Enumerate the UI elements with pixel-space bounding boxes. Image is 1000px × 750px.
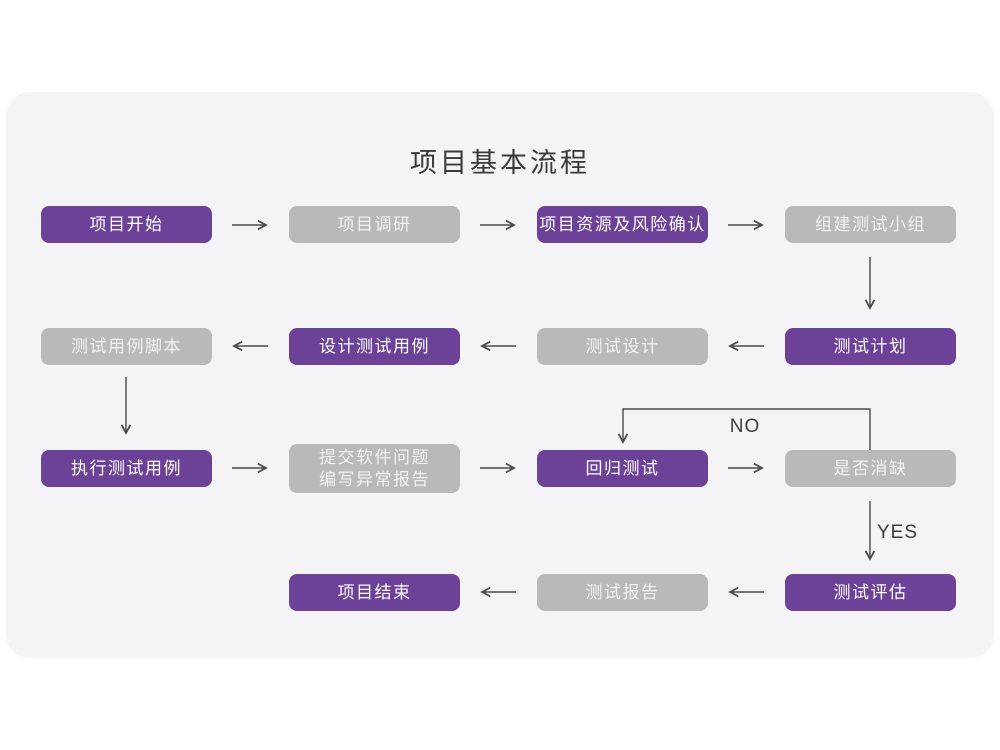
node-test-evaluation: 测试评估	[785, 574, 956, 611]
node-resource-risk-confirm: 项目资源及风险确认	[537, 206, 708, 243]
node-regression-test: 回归测试	[537, 450, 708, 487]
page-title: 项目基本流程	[410, 148, 590, 178]
node-project-start: 项目开始	[41, 206, 212, 243]
node-defect-resolved: 是否消缺	[785, 450, 956, 487]
edge-label-yes: YES	[877, 522, 919, 543]
node-project-research: 项目调研	[289, 206, 460, 243]
node-test-design: 测试设计	[537, 328, 708, 365]
node-test-report: 测试报告	[537, 574, 708, 611]
node-project-end: 项目结束	[289, 574, 460, 611]
node-test-case-script: 测试用例脚本	[41, 328, 212, 365]
node-submit-issue-report: 提交软件问题 编写异常报告	[289, 444, 460, 493]
edge-label-no: NO	[729, 416, 761, 437]
node-design-test-cases: 设计测试用例	[289, 328, 460, 365]
node-build-test-team: 组建测试小组	[785, 206, 956, 243]
node-execute-test-cases: 执行测试用例	[41, 450, 212, 487]
node-test-plan: 测试计划	[785, 328, 956, 365]
flowchart-card	[6, 92, 994, 658]
